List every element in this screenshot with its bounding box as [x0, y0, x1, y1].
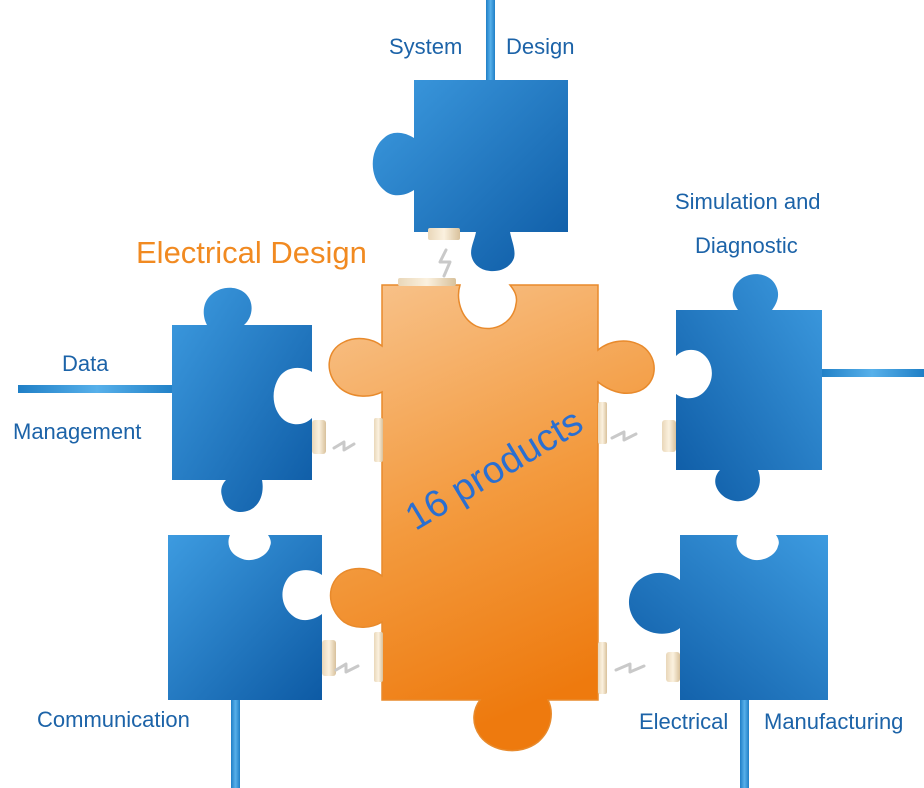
puzzle-piece-data-management [172, 287, 312, 513]
label-simulation-line2: Diagnostic [695, 233, 798, 258]
cable-simulation [820, 369, 924, 377]
puzzle-piece-system-design [372, 80, 568, 272]
puzzle-piece-simulation [676, 274, 822, 502]
cable-communication [231, 700, 240, 788]
puzzle-piece-electrical-design [328, 284, 655, 752]
label-management: Management [13, 419, 142, 444]
label-design: Design [506, 34, 575, 59]
cable-manufacturing [740, 695, 749, 788]
lightning-spark-icon [332, 248, 646, 674]
cable-data-management [18, 385, 176, 393]
puzzle-piece-manufacturing [628, 535, 828, 700]
label-system: System [389, 34, 463, 59]
label-electrical-design: Electrical Design [136, 235, 367, 270]
label-manufacturing: Manufacturing [764, 709, 904, 734]
plug-connector-icon [312, 228, 680, 694]
label-electrical: Electrical [639, 709, 729, 734]
label-communication: Communication [37, 707, 190, 732]
label-data: Data [62, 351, 109, 376]
cable-system-design [486, 0, 495, 82]
puzzle-piece-communication [168, 535, 322, 700]
label-simulation-line1: Simulation and [675, 189, 821, 214]
